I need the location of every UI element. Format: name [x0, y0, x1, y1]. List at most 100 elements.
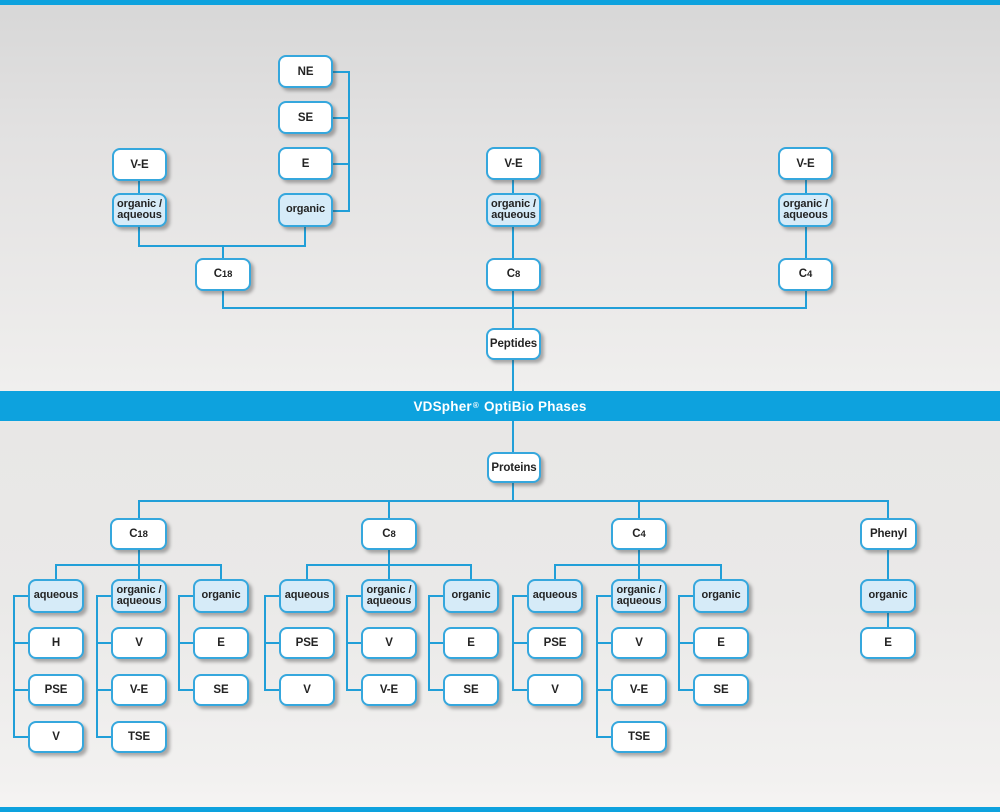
connector-line [678, 595, 694, 597]
variant-e-c4-proteins: E [693, 627, 749, 659]
variant-se-c18-peptides: SE [278, 101, 333, 134]
node-label: V-E [379, 684, 399, 696]
variant-e-c18-peptides: E [278, 147, 333, 180]
connector-line [178, 642, 194, 644]
variant-e-c18-proteins: E [193, 627, 249, 659]
connector-line [222, 307, 807, 309]
connector-line [138, 500, 140, 518]
mode-organic-aqueous-c4-peptides: organic / aqueous [778, 193, 833, 227]
phase-phenyl-proteins: Phenyl [860, 518, 917, 550]
node-label: C18 [214, 268, 233, 281]
node-label-line1: organic / [116, 583, 162, 596]
node-label: V [635, 637, 643, 649]
connector-line [348, 71, 350, 212]
phase-letter: C [382, 527, 391, 540]
variant-ve-c18-peptides: V-E [112, 148, 167, 181]
variant-ve-c18-proteins: V-E [111, 674, 167, 706]
connector-line [13, 736, 29, 738]
connector-line [96, 595, 112, 597]
connector-line [428, 642, 444, 644]
connector-line [346, 689, 362, 691]
variant-ve-c8-proteins: V-E [361, 674, 417, 706]
phase-letter: Phenyl [869, 527, 908, 540]
connector-line [138, 227, 140, 247]
mode-organic-aqueous-c8-peptides: organic / aqueous [486, 193, 541, 227]
connector-line [512, 291, 514, 328]
node-label-line1: organic / [117, 197, 162, 210]
banner-vdspher-optibio-phases: VDSpher®OptiBio Phases [0, 391, 1000, 421]
variant-v-oa-c18-proteins: V [111, 627, 167, 659]
variant-se-c4-proteins: SE [693, 674, 749, 706]
node-label: SE [713, 684, 729, 696]
connector-line [470, 564, 472, 580]
connector-line [96, 595, 98, 738]
mode-aqueous-c8-proteins: aqueous [279, 579, 335, 613]
node-label: organic [868, 589, 908, 602]
variant-tse-c18-proteins: TSE [111, 721, 167, 753]
connector-line [96, 642, 112, 644]
node-label: V [303, 684, 311, 696]
connector-line [178, 595, 194, 597]
node-label: PSE [543, 637, 567, 649]
connector-line [428, 595, 444, 597]
node-peptides-root: Peptides [486, 328, 541, 360]
node-label: PSE [44, 684, 68, 696]
connector-line [512, 483, 514, 502]
node-label-line1: organic / [366, 583, 412, 596]
node-label: V [52, 731, 60, 743]
connector-line [887, 550, 889, 579]
phase-number: 4 [640, 528, 646, 540]
node-label: E [467, 637, 475, 649]
connector-line [720, 564, 722, 580]
phase-letter: C [798, 268, 808, 280]
connector-line [264, 642, 280, 644]
connector-line [887, 500, 889, 518]
connector-line [512, 180, 514, 193]
variant-se-c18-proteins: SE [193, 674, 249, 706]
connector-line [512, 360, 514, 391]
connector-line [138, 564, 140, 580]
connector-line [678, 642, 694, 644]
connector-line [13, 689, 29, 691]
phase-letter: C [506, 268, 516, 280]
variant-pse-c8-proteins: PSE [279, 627, 335, 659]
node-label: NE [297, 65, 314, 78]
phase-number: 4 [807, 269, 813, 280]
connector-line [96, 736, 112, 738]
connector-line [138, 181, 140, 193]
mode-aqueous-c18-proteins: aqueous [28, 579, 84, 613]
node-label: V-E [129, 684, 149, 696]
node-label: V-E [796, 157, 815, 170]
node-label-line2: aqueous [116, 595, 162, 607]
connector-line [512, 595, 528, 597]
variant-v-oa-c4-proteins: V [611, 627, 667, 659]
connector-line [333, 163, 350, 165]
mode-organic-phenyl-proteins: organic [860, 579, 916, 613]
connector-line [805, 291, 807, 309]
variant-pse-c4-proteins: PSE [527, 627, 583, 659]
connector-line [138, 500, 889, 502]
node-label: SE [213, 684, 229, 696]
connector-line [304, 227, 306, 247]
node-label: SE [463, 684, 479, 696]
connector-line [138, 550, 140, 565]
banner-brand: VDSpher [413, 398, 472, 414]
connector-line [512, 421, 514, 452]
connector-line [388, 564, 390, 580]
phase-number: 18 [221, 269, 233, 280]
connector-line [55, 564, 57, 580]
node-label-line1: organic / [491, 197, 536, 210]
node-label: V-E [130, 158, 149, 171]
banner-title: OptiBio Phases [483, 398, 587, 414]
variant-ve-c4-proteins: V-E [611, 674, 667, 706]
mode-organic-aqueous-c4-proteins: organic / aqueous [611, 579, 667, 613]
node-label: C4 [632, 528, 646, 541]
connector-line [596, 595, 612, 597]
node-label: E [884, 637, 892, 649]
node-label-line2: aqueous [117, 209, 162, 221]
node-label: SE [297, 111, 314, 124]
phase-c18-proteins: C18 [110, 518, 167, 550]
connector-line [220, 564, 222, 580]
connector-line [638, 564, 640, 580]
phase-number: 8 [390, 528, 396, 540]
